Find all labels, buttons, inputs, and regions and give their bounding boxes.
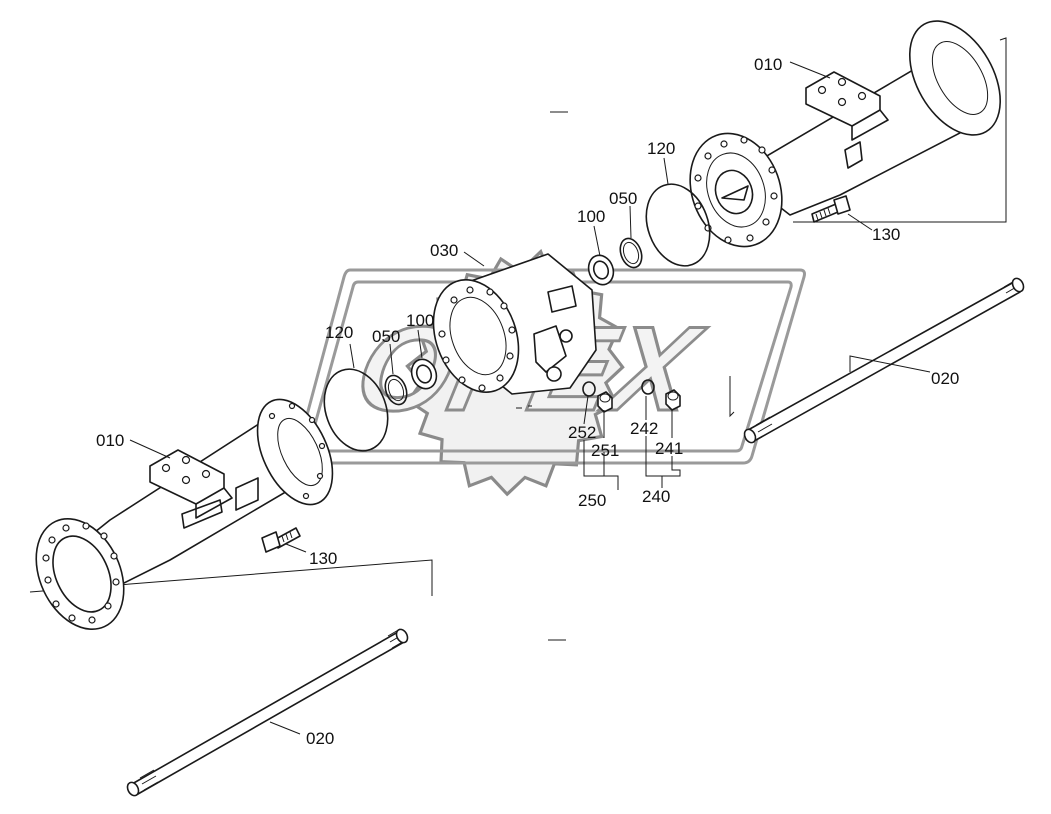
- callout-130-upper: 130: [872, 225, 900, 244]
- seal-100-upper: [587, 254, 615, 286]
- callout-050-upper: 050: [609, 189, 637, 208]
- housing-lower-mount-pad: [149, 449, 259, 529]
- centre-marks: [516, 111, 568, 641]
- housing-upper-far-flange: [908, 20, 1002, 136]
- oring-120-upper: [645, 183, 711, 267]
- seal-100-lower: [410, 358, 438, 390]
- callout-252: 252: [568, 423, 596, 442]
- leader-lines: [129, 61, 931, 735]
- housing-upper-near-flange: [689, 132, 783, 248]
- washer-252: [582, 381, 596, 397]
- callout-100-lower: 100: [406, 311, 434, 330]
- axle-shaft-right: [743, 277, 1025, 444]
- housing-lower-far-flange: [256, 398, 334, 506]
- callout-242: 242: [630, 419, 658, 438]
- oring-050-upper: [619, 237, 643, 269]
- callout-100-upper: 100: [577, 207, 605, 226]
- oring-120-lower: [323, 368, 389, 452]
- callout-251: 251: [591, 441, 619, 460]
- callout-050-lower: 050: [372, 327, 400, 346]
- callout-010-upper: 010: [754, 55, 782, 74]
- callout-labels: 010 010 020 020 030 050 050 100 100 120 …: [96, 55, 959, 748]
- callout-030: 030: [430, 241, 458, 260]
- axle-housing-lower: [29, 398, 433, 631]
- callout-240: 240: [642, 487, 670, 506]
- center-housing: [432, 253, 597, 395]
- axle-shaft-lower: [126, 628, 409, 797]
- axle-housing-upper: [689, 20, 1007, 248]
- plug-241: [665, 389, 681, 411]
- callout-010-lower: 010: [96, 431, 124, 450]
- washer-242: [641, 379, 655, 395]
- callout-241: 241: [655, 439, 683, 458]
- callout-130-lower: 130: [309, 549, 337, 568]
- bolt-130-lower: [261, 527, 301, 553]
- housing-upper-mount-pad: [805, 71, 889, 169]
- callout-120-lower: 120: [325, 323, 353, 342]
- watermark-frame: [294, 268, 806, 465]
- callout-120-upper: 120: [647, 139, 675, 158]
- callout-250: 250: [578, 491, 606, 510]
- oring-050-lower: [384, 374, 408, 406]
- callout-020-lower: 020: [306, 729, 334, 748]
- plug-251: [597, 391, 613, 413]
- callout-020-right: 020: [931, 369, 959, 388]
- housing-lower-near-flange: [35, 517, 125, 631]
- bolt-130-upper: [811, 195, 851, 223]
